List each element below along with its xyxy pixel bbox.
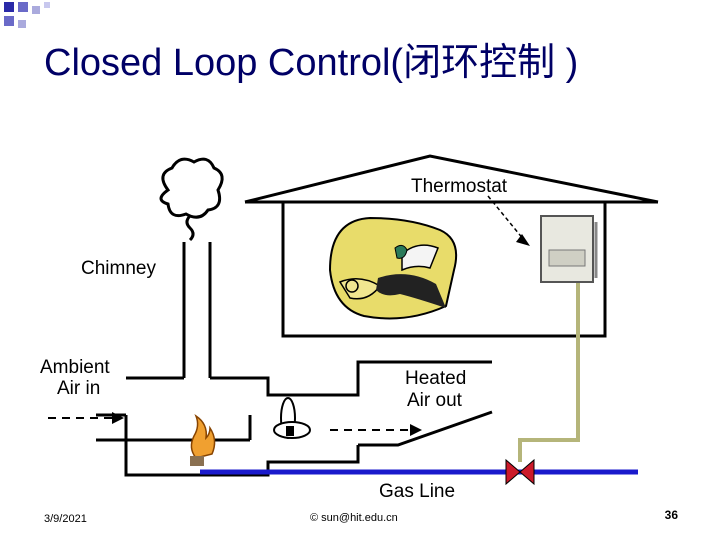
thermostat-pointer bbox=[487, 195, 525, 241]
title-decoration bbox=[4, 2, 50, 28]
slide-title: Closed Loop Control(闭环控制 ) bbox=[44, 42, 579, 84]
thermostat-device-icon bbox=[540, 215, 598, 283]
thermostat-label: Thermostat bbox=[411, 176, 508, 197]
smoke-trail-icon bbox=[185, 214, 195, 242]
heated-air-label-line2: Air out bbox=[407, 390, 462, 411]
gas-line-label: Gas Line bbox=[379, 481, 456, 502]
ambient-air-label-line1: Ambient bbox=[40, 357, 110, 378]
burner-flame-icon bbox=[190, 414, 216, 466]
smoke-cloud-icon bbox=[159, 157, 224, 219]
ambient-air-arrowhead bbox=[112, 412, 124, 424]
gas-valve-icon bbox=[505, 458, 535, 486]
furnace-body bbox=[124, 415, 360, 477]
armchair-person-illustration bbox=[328, 216, 458, 320]
heated-air-label-line1: Heated bbox=[405, 368, 467, 389]
page-number: 36 bbox=[664, 508, 678, 522]
heating-system-diagram bbox=[48, 154, 659, 486]
house-roof bbox=[244, 154, 659, 204]
ambient-air-label-line2: Air in bbox=[57, 378, 101, 399]
heated-air-arrowhead bbox=[410, 424, 422, 436]
chimney-label: Chimney bbox=[81, 258, 156, 279]
footer-copyright: © sun@hit.edu.cn bbox=[310, 512, 398, 524]
house-room bbox=[281, 200, 607, 338]
fan-icon bbox=[273, 397, 311, 439]
footer-date: 3/9/2021 bbox=[44, 513, 87, 525]
furnace-top bbox=[126, 360, 492, 397]
thermostat-pointer-head bbox=[516, 234, 530, 246]
outlet-duct bbox=[358, 410, 493, 447]
signal-wire bbox=[518, 280, 580, 462]
